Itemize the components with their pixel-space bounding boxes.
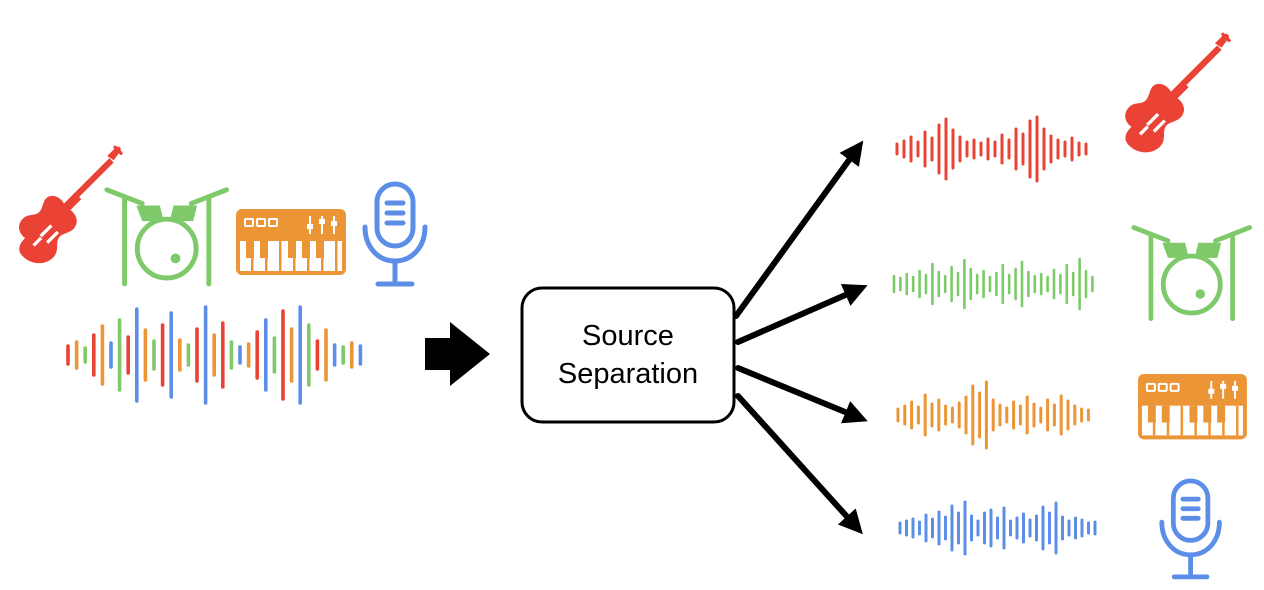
input-microphone-icon	[365, 184, 425, 284]
output-guitar-icon	[1125, 32, 1232, 153]
input-drum-kit-icon	[107, 190, 227, 284]
arrow-to-guitar	[733, 140, 864, 319]
arrow-to-keyboard	[735, 365, 868, 424]
input-synthesizer-icon	[235, 208, 347, 276]
source-separation-box	[520, 286, 736, 424]
arrow-to-vocals	[735, 393, 863, 535]
output-synthesizer-icon	[1137, 373, 1248, 441]
arrow-to-drums	[735, 283, 868, 345]
input-arrow-icon	[425, 322, 490, 386]
output-arrows	[733, 140, 868, 535]
output-microphone-icon	[1162, 481, 1220, 577]
vocals-waveform	[898, 500, 1097, 556]
input-guitar-icon	[19, 145, 124, 264]
drums-waveform	[892, 257, 1094, 311]
keyboard-waveform	[896, 380, 1090, 450]
output-drum-kit-icon	[1134, 228, 1250, 319]
guitar-waveform	[895, 115, 1088, 183]
mixed-waveform	[66, 305, 363, 405]
